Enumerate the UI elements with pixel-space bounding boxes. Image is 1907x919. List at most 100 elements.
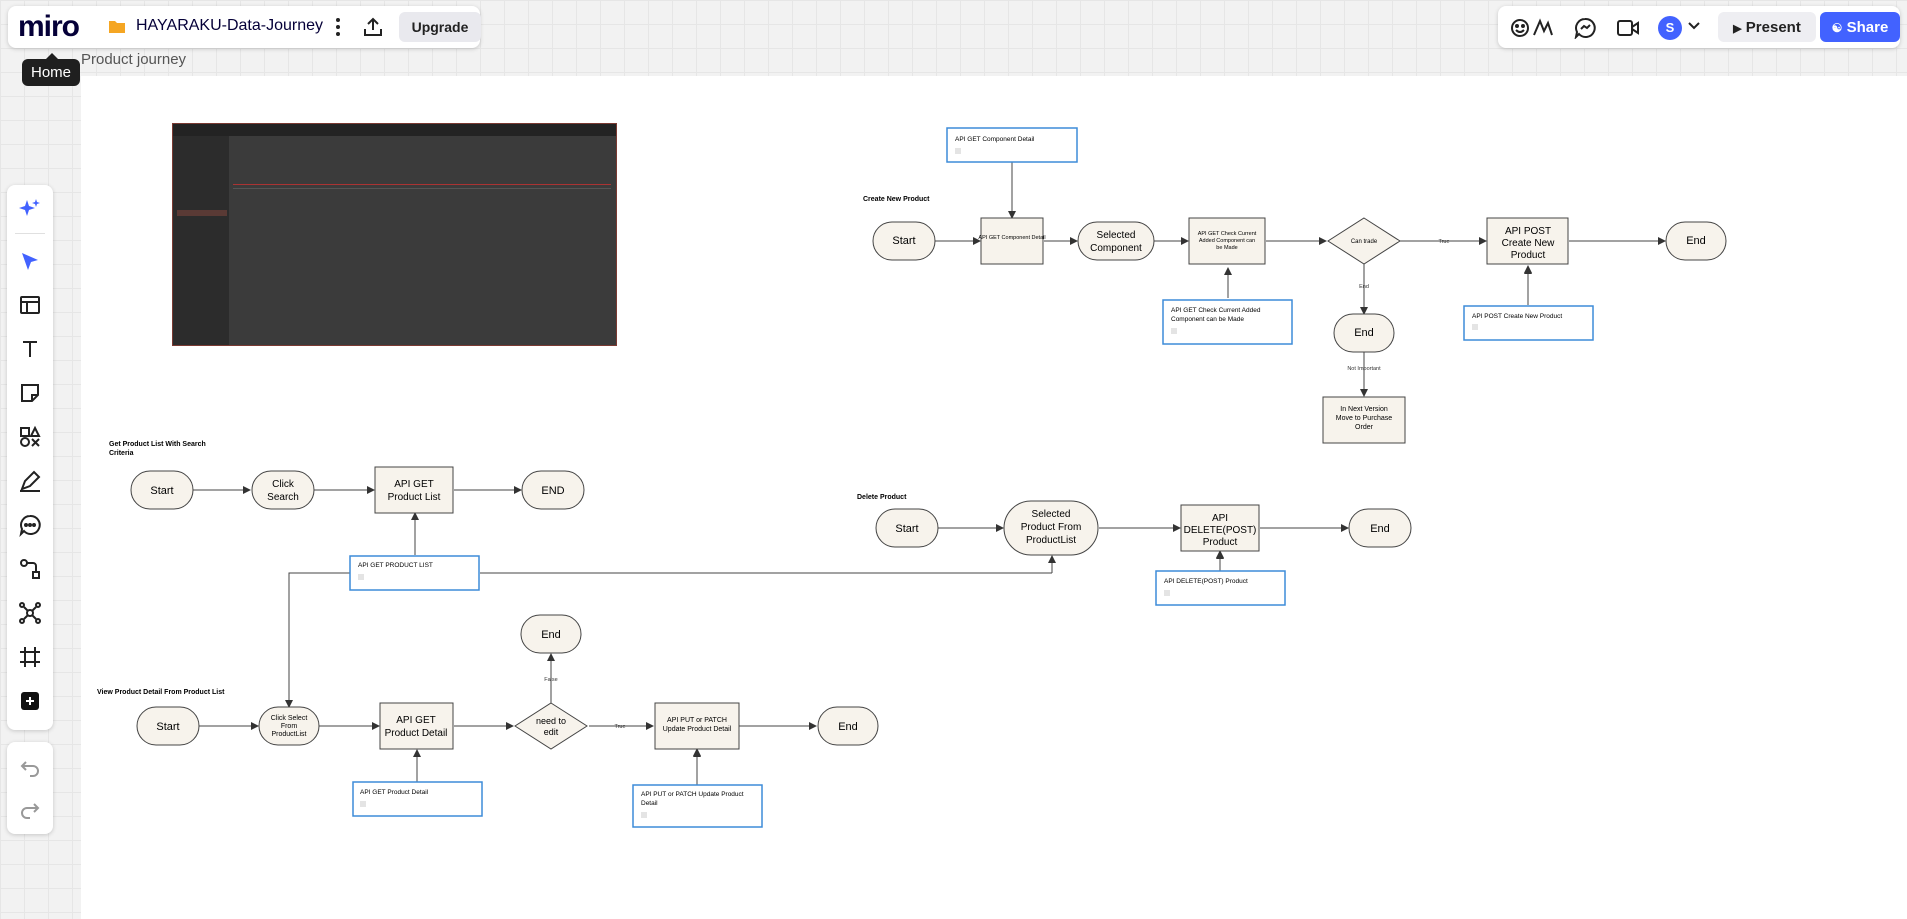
- svg-text:Can trade: Can trade: [1351, 239, 1378, 245]
- pen-icon[interactable]: [18, 469, 42, 493]
- get-product-list-title-line2[interactable]: Criteria: [109, 450, 134, 457]
- play-icon: ▶: [1733, 22, 1742, 35]
- video-icon[interactable]: [1616, 17, 1640, 39]
- add-icon[interactable]: [18, 689, 42, 713]
- api-delete-node[interactable]: API DELETE(POST) Product: [1180, 504, 1260, 552]
- folder-icon[interactable]: [108, 18, 126, 34]
- text-icon[interactable]: [18, 337, 42, 361]
- svg-text:need to: need to: [536, 716, 566, 726]
- home-tooltip: Home: [22, 53, 81, 86]
- board-name[interactable]: HAYARAKU-Data-Journey: [136, 17, 324, 34]
- svg-text:API GET PRODUCT LIST: API GET PRODUCT LIST: [358, 562, 433, 569]
- svg-text:Search: Search: [267, 492, 299, 503]
- export-icon[interactable]: [361, 15, 385, 39]
- svg-text:Start: Start: [892, 235, 915, 247]
- api-get-component-node[interactable]: API GET Component Detail: [978, 217, 1046, 265]
- svg-text:ProductList: ProductList: [1026, 535, 1076, 546]
- create-new-product-title[interactable]: Create New Product: [863, 196, 930, 203]
- upgrade-button[interactable]: Upgrade: [399, 12, 481, 42]
- redo-icon[interactable]: [18, 798, 42, 822]
- svg-text:API GET: API GET: [396, 715, 435, 726]
- miro-logo[interactable]: miro: [18, 10, 80, 43]
- api-get-product-list-node[interactable]: API GET Product List: [374, 466, 454, 514]
- api-put-card[interactable]: API PUT or PATCH Update Product Detail: [632, 784, 763, 828]
- api-put-node[interactable]: API PUT or PATCH Update Product Detail: [654, 702, 740, 750]
- svg-text:Product List: Product List: [388, 492, 441, 503]
- kebab-icon[interactable]: [328, 14, 348, 40]
- check-component-card[interactable]: API GET Check Current Added Component ca…: [1162, 299, 1293, 345]
- end-node[interactable]: End: [1665, 221, 1727, 261]
- svg-text:End: End: [1370, 523, 1390, 535]
- ai-sparkle-icon[interactable]: [18, 197, 42, 221]
- end-node[interactable]: End: [1348, 508, 1412, 548]
- view-product-detail-title[interactable]: View Product Detail From Product List: [97, 689, 225, 696]
- end-node-top[interactable]: End: [520, 614, 582, 654]
- undo-icon[interactable]: [18, 756, 42, 780]
- connector-icon[interactable]: [18, 557, 42, 581]
- next-version-node[interactable]: In Next Version Move to Purchase Order: [1322, 396, 1406, 444]
- api-get-product-detail-node[interactable]: API GET Product Detail: [379, 702, 454, 750]
- click-select-node[interactable]: Click Select From ProductList: [258, 706, 320, 746]
- templates-icon[interactable]: [18, 293, 42, 317]
- cursor-icon[interactable]: [18, 250, 42, 274]
- svg-text:Selected: Selected: [1032, 509, 1071, 520]
- svg-text:ProductList: ProductList: [271, 731, 306, 738]
- svg-text:API GET Component Detail: API GET Component Detail: [978, 235, 1045, 241]
- comment-icon[interactable]: [18, 513, 42, 537]
- svg-text:In Next Version: In Next Version: [1340, 406, 1388, 413]
- delete-product-title[interactable]: Delete Product: [857, 494, 907, 501]
- reactions-icon[interactable]: [1510, 17, 1556, 39]
- api-get-product-list-card[interactable]: API GET PRODUCT LIST: [349, 555, 480, 591]
- svg-text:API GET Check Current: API GET Check Current: [1198, 231, 1257, 237]
- start-node[interactable]: Start: [136, 706, 200, 746]
- start-node[interactable]: Start: [130, 470, 194, 510]
- svg-text:Added Component can: Added Component can: [1199, 238, 1255, 244]
- selected-component-node[interactable]: Selected Component: [1077, 221, 1155, 261]
- shapes-icon[interactable]: [18, 425, 42, 449]
- present-button[interactable]: ▶ Present: [1718, 12, 1816, 42]
- svg-text:Product From: Product From: [1021, 522, 1082, 533]
- api-post-card[interactable]: API POST Create New Product: [1463, 305, 1594, 341]
- frame-title[interactable]: Product journey: [81, 51, 187, 68]
- start-node[interactable]: Start: [872, 221, 936, 261]
- click-search-node[interactable]: Click Search: [251, 470, 315, 510]
- need-to-edit-decision[interactable]: need to edit: [514, 702, 588, 750]
- can-trade-decision[interactable]: Can trade: [1327, 217, 1401, 265]
- check-component-node[interactable]: API GET Check Current Added Component ca…: [1188, 217, 1266, 265]
- svg-text:End: End: [1354, 327, 1374, 339]
- svg-text:API GET Component Detail: API GET Component Detail: [955, 136, 1035, 143]
- svg-text:Product: Product: [1511, 250, 1546, 261]
- mindmap-icon[interactable]: [18, 601, 42, 625]
- selected-product-node[interactable]: Selected Product From ProductList: [1003, 500, 1099, 556]
- end-node[interactable]: End: [817, 706, 879, 746]
- svg-text:Product Detail: Product Detail: [385, 728, 448, 739]
- api-post-node[interactable]: API POST Create New Product: [1486, 217, 1569, 265]
- svg-text:API PUT or PATCH Update Produc: API PUT or PATCH Update Product: [641, 791, 744, 798]
- app-screenshot-image[interactable]: [172, 123, 617, 346]
- board-header: miro HAYARAKU-Data-Journey Upgrade: [8, 6, 481, 48]
- start-node[interactable]: Start: [875, 508, 939, 548]
- share-label: Share: [1846, 18, 1889, 36]
- api-delete-card[interactable]: API DELETE(POST) Product: [1155, 570, 1286, 606]
- svg-text:API: API: [1212, 513, 1228, 524]
- svg-text:Component: Component: [1090, 243, 1142, 254]
- avatar[interactable]: S: [1658, 16, 1682, 40]
- share-button[interactable]: ☯ Share: [1820, 12, 1900, 42]
- get-product-list-title[interactable]: Get Product List With Search: [109, 441, 206, 448]
- api-get-product-detail-card[interactable]: API GET Product Detail: [352, 781, 483, 817]
- svg-text:API POST: API POST: [1505, 226, 1551, 237]
- svg-text:DELETE(POST): DELETE(POST): [1184, 525, 1257, 536]
- chat-icon[interactable]: [1574, 17, 1596, 39]
- svg-text:Click: Click: [272, 479, 295, 490]
- svg-text:Click Select: Click Select: [271, 715, 308, 722]
- svg-text:End: End: [1686, 235, 1706, 247]
- svg-text:edit: edit: [544, 727, 559, 737]
- end-node-mid[interactable]: End: [1333, 313, 1395, 353]
- svg-text:be Made: be Made: [1216, 245, 1237, 251]
- component-detail-card[interactable]: API GET Component Detail: [946, 127, 1078, 163]
- chevron-down-icon[interactable]: [1688, 22, 1700, 30]
- collaboration-bar: S ▶ Present ☯ Share: [1498, 6, 1900, 48]
- sticky-note-icon[interactable]: [18, 381, 42, 405]
- end-node[interactable]: END: [521, 470, 585, 510]
- frame-icon[interactable]: [18, 645, 42, 669]
